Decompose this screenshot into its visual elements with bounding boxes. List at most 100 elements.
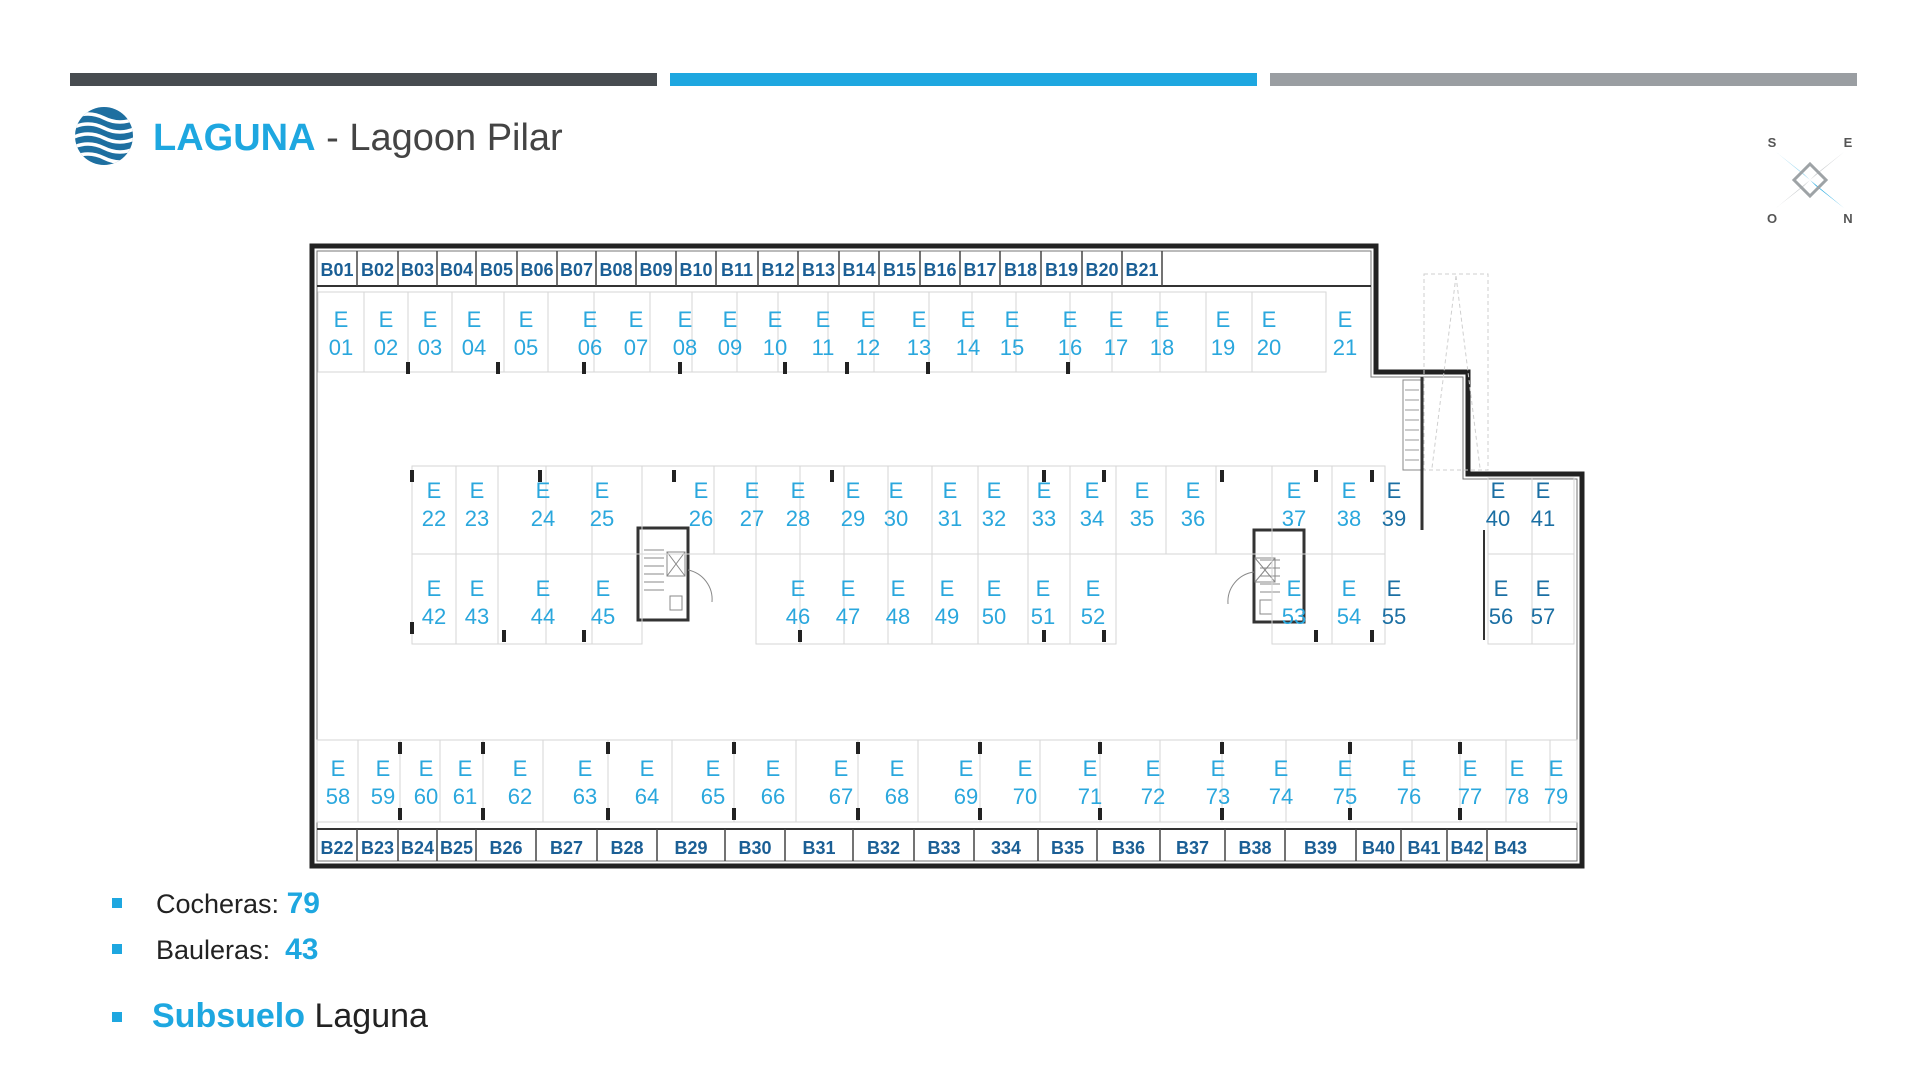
parking-spot-number: 78 [1505,784,1529,809]
compass-o: O [1767,211,1777,226]
parking-spot-prefix: E [1018,756,1033,781]
structural-column [978,742,982,754]
structural-column [398,808,402,820]
storage-unit-label: B30 [738,838,771,858]
parking-spot-prefix: E [768,307,783,332]
parking-spot-number: 48 [886,604,910,629]
parking-spot-prefix: E [1063,307,1078,332]
storage-unit-label: B43 [1494,838,1527,858]
parking-spot-prefix: E [961,307,976,332]
parking-spot-number: 15 [1000,335,1024,360]
parking-spot-number: 42 [422,604,446,629]
bullet-square-icon [112,1012,122,1022]
parking-spot-number: 26 [689,506,713,531]
parking-spot-number: 07 [624,335,648,360]
parking-spot-number: 13 [907,335,931,360]
parking-spot-number: 52 [1081,604,1105,629]
parking-spot-prefix: E [1463,756,1478,781]
storage-unit-label: B23 [361,838,394,858]
parking-spot-number: 19 [1211,335,1235,360]
parking-spot-prefix: E [1338,756,1353,781]
title-subtitle: Lagoon Pilar [349,117,563,159]
parking-spot-number: 53 [1282,604,1306,629]
storage-unit-label: B07 [560,260,593,280]
parking-spot-number: 34 [1080,506,1104,531]
storage-unit-label: B36 [1112,838,1145,858]
storage-unit-label: B01 [320,260,353,280]
parking-spot-number: 29 [841,506,865,531]
storage-unit-label: B41 [1407,838,1440,858]
parking-spot-number: 43 [465,604,489,629]
storage-unit-label: B31 [802,838,835,858]
parking-spot-number: 14 [956,335,980,360]
parking-spot-prefix: E [1491,478,1506,503]
parking-spot-prefix: E [419,756,434,781]
parking-spot-number: 25 [590,506,614,531]
structural-column [1314,470,1318,482]
storage-unit-label: B08 [599,260,632,280]
parking-spot-prefix: E [458,756,473,781]
section-name: Subsuelo [152,997,306,1035]
storage-unit-label: B27 [550,838,583,858]
parking-spot-number: 76 [1397,784,1421,809]
parking-spot-number: 32 [982,506,1006,531]
parking-spot-prefix: E [723,307,738,332]
storage-unit-label: B39 [1304,838,1337,858]
structural-column [732,808,736,820]
parking-spot-number: 17 [1104,335,1128,360]
parking-spot-number: 49 [935,604,959,629]
compass-e: E [1844,135,1853,150]
storage-unit-label: B26 [489,838,522,858]
structural-column [582,362,586,374]
parking-spot-prefix: E [987,576,1002,601]
bullet-square-icon [112,898,122,908]
storage-unit-label: B32 [867,838,900,858]
parking-spot-number: 70 [1013,784,1037,809]
header-bar-blue [670,73,1257,86]
parking-spot-prefix: E [470,478,485,503]
parking-spot-prefix: E [834,756,849,781]
bauleras-value: 43 [285,933,319,966]
parking-spot-number: 36 [1181,506,1205,531]
parking-spot-number: 72 [1141,784,1165,809]
parking-spot-prefix: E [766,756,781,781]
parking-spot-number: 61 [453,784,477,809]
parking-bay-outline [1331,553,1386,645]
storage-unit-label: 334 [991,838,1021,858]
parking-spot-number: 69 [954,784,978,809]
parking-spot-prefix: E [578,756,593,781]
parking-spot-prefix: E [841,576,856,601]
storage-unit-label: B24 [401,838,434,858]
storage-unit-label: B42 [1450,838,1483,858]
parking-spot-prefix: E [678,307,693,332]
parking-spot-number: 40 [1486,506,1510,531]
structural-column [406,362,410,374]
structural-column [502,630,506,642]
storage-unit-label: B29 [674,838,707,858]
parking-spot-number: 23 [465,506,489,531]
parking-spot-number: 20 [1257,335,1281,360]
section-place: Laguna [314,997,428,1035]
structural-column [1370,470,1374,482]
structural-column [481,808,485,820]
storage-unit-label: B14 [842,260,875,280]
structural-column [1370,630,1374,642]
storage-unit-label: B33 [927,838,960,858]
parking-spot-number: 05 [514,335,538,360]
cocheras-value: 79 [286,887,320,920]
structural-column [1066,362,1070,374]
storage-unit-label: B19 [1045,260,1078,280]
bauleras-label: Bauleras: [156,935,271,965]
structural-column [606,808,610,820]
storage-unit-label: B25 [440,838,473,858]
parking-spot-prefix: E [536,576,551,601]
parking-spot-number: 79 [1544,784,1568,809]
parking-spot-number: 68 [885,784,909,809]
cocheras-label: Cocheras: [156,889,280,919]
parking-bay-outline [1069,553,1117,645]
storage-unit-label: B35 [1051,838,1084,858]
structural-column [856,742,860,754]
parking-spot-prefix: E [1494,576,1509,601]
storage-unit-label: B40 [1362,838,1395,858]
parking-spot-prefix: E [861,307,876,332]
